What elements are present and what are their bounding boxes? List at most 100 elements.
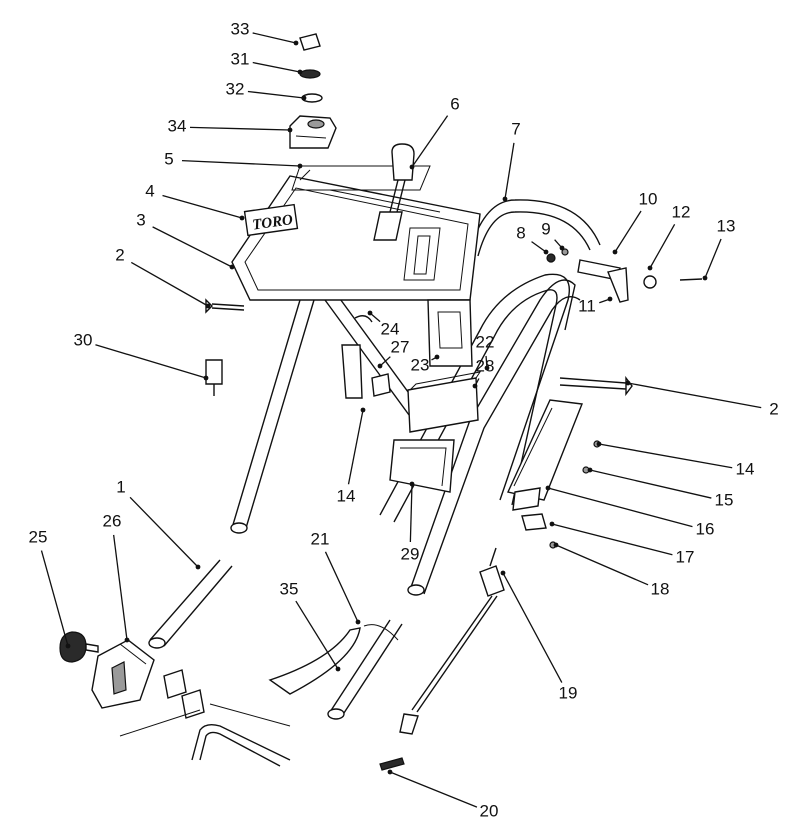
callout-number: 32: [226, 79, 245, 98]
leader-line: [389, 771, 478, 808]
leader-line: [324, 551, 359, 623]
callout-c27: 27: [377, 337, 410, 369]
callout-number: 2: [115, 245, 124, 264]
control-panel: TORO: [231, 169, 481, 301]
leader-dot: [367, 310, 373, 316]
leader-line: [181, 159, 301, 167]
leader-line: [130, 261, 209, 307]
callout-number: 21: [311, 529, 330, 548]
leader-line: [589, 469, 712, 499]
callout-c12: 12: [647, 202, 691, 271]
leader-line: [252, 32, 297, 44]
leader-line: [247, 90, 305, 99]
callout-number: 11: [578, 296, 596, 315]
callout-c23: 23: [411, 354, 440, 374]
leader-dot: [203, 375, 209, 381]
callout-c14b: 14: [337, 407, 366, 505]
leader-line: [252, 61, 301, 73]
callout-number: 14: [736, 459, 755, 478]
callout-c28: 28: [472, 356, 495, 389]
leader-dot: [596, 441, 602, 447]
leader-dot: [205, 303, 211, 309]
callout-c20: 20: [387, 769, 498, 820]
callout-c24: 24: [367, 310, 400, 338]
callout-number: 26: [103, 511, 122, 530]
callout-c29: 29: [401, 481, 419, 563]
leader-dot: [377, 363, 383, 369]
leader-dot: [612, 249, 618, 255]
callout-c10: 10: [612, 189, 658, 255]
leader-line: [547, 487, 693, 528]
callout-number: 7: [511, 119, 520, 138]
callout-c2b: 2: [625, 380, 779, 418]
callout-number: 8: [516, 223, 525, 242]
leader-dot: [229, 264, 235, 270]
callout-number: 17: [676, 547, 695, 566]
leader-line: [555, 544, 649, 586]
callout-c19: 19: [500, 570, 577, 702]
callout-number: 13: [717, 216, 736, 235]
callout-c7: 7: [502, 119, 521, 202]
callout-number: 23: [411, 355, 430, 374]
left-handle-tubes: [230, 291, 431, 534]
callout-number: 2: [769, 399, 778, 418]
leader-line: [95, 344, 207, 379]
callout-number: 10: [639, 189, 658, 208]
leader-line: [295, 600, 339, 670]
carriage-bolt-right: [559, 375, 633, 397]
callout-c30: 30: [74, 330, 209, 381]
callout-number: 34: [168, 116, 187, 135]
callout-c11: 11: [578, 296, 613, 315]
leader-dot: [625, 380, 631, 386]
leader-dot: [355, 619, 361, 625]
callout-number: 28: [476, 356, 495, 375]
callout-c8: 8: [516, 223, 549, 255]
callout-number: 14: [337, 486, 356, 505]
callout-number: 24: [381, 319, 400, 338]
callout-number: 16: [696, 519, 715, 538]
leader-dot: [543, 249, 549, 255]
callout-c32: 32: [226, 79, 307, 101]
callout-c17: 17: [549, 521, 695, 566]
callout-number: 30: [74, 330, 93, 349]
leader-line: [152, 226, 233, 268]
leader-line: [504, 142, 515, 200]
callout-c1: 1: [116, 477, 201, 570]
leader-dot: [335, 666, 341, 672]
leader-dot: [195, 564, 201, 570]
shift-lever: [373, 143, 415, 241]
leader-line: [162, 194, 243, 219]
leader-line: [614, 210, 642, 253]
leader-dot: [239, 215, 245, 221]
callout-number: 4: [145, 181, 154, 200]
leader-dot: [65, 643, 71, 649]
leader-dot: [587, 467, 593, 473]
leader-line: [627, 382, 762, 409]
leader-dot: [502, 196, 508, 202]
callout-c25: 25: [29, 527, 71, 649]
leader-line: [40, 550, 69, 647]
leader-dot: [301, 95, 307, 101]
leader-dot: [702, 275, 708, 281]
leader-dot: [472, 383, 478, 389]
lower-tube: [148, 559, 233, 649]
leader-dot: [549, 521, 555, 527]
callout-c22: 22: [476, 332, 494, 371]
leader-line: [189, 126, 291, 131]
leader-dot: [293, 40, 299, 46]
callout-number: 27: [391, 337, 410, 356]
callout-number: 5: [164, 149, 173, 168]
top-knob-parts: [289, 33, 337, 149]
callout-number: 9: [541, 219, 550, 238]
callout-number: 12: [672, 202, 691, 221]
leader-dot: [559, 245, 565, 251]
leader-line: [551, 523, 673, 556]
leader-line: [411, 115, 449, 168]
callout-number: 33: [231, 19, 250, 38]
cover-plate: [291, 165, 431, 191]
center-brackets: [341, 299, 482, 493]
leader-line: [129, 496, 199, 568]
leader-dot: [360, 407, 366, 413]
